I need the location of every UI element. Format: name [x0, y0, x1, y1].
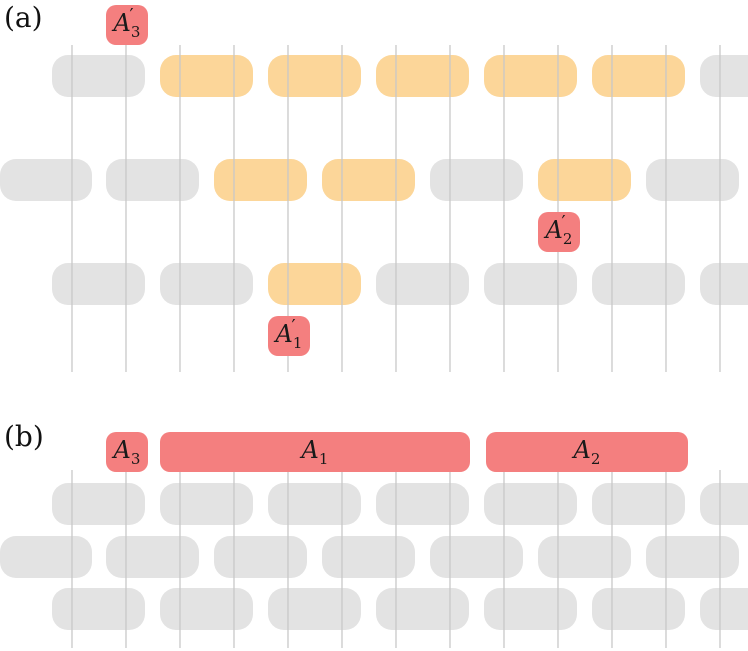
- panel-a-row1-block-5: [484, 55, 577, 97]
- panel-b-row3-block-1: [52, 588, 145, 630]
- panel-b-row1-block-1: [52, 483, 145, 525]
- panel-b-row3-block-4: [376, 588, 469, 630]
- tag-a3-prime: A′3: [106, 5, 148, 45]
- panel-a-row1-block-1: [52, 55, 145, 97]
- panel-a-row3-block-4: [376, 263, 469, 305]
- panel-b-row2-block-1: [0, 536, 92, 578]
- panel-b-row3-block-5: [484, 588, 577, 630]
- panel-a-label: (a): [4, 1, 43, 34]
- panel-a-row2-block-4: [322, 159, 415, 201]
- panel-a-row3-block-1: [52, 263, 145, 305]
- panel-a-row1-block-3: [268, 55, 361, 97]
- tag-a1-prime: A′1: [268, 316, 310, 356]
- panel-b-row2-block-6: [538, 536, 631, 578]
- tag-a1: A1: [160, 432, 470, 472]
- tag-a3: A3: [106, 432, 148, 472]
- panel-a-row2-block-5: [430, 159, 523, 201]
- panel-b-row3-block-6: [592, 588, 685, 630]
- panel-a-row2-block-2: [106, 159, 199, 201]
- panel-a-row3-block-2: [160, 263, 253, 305]
- tag-a2-prime: A′2: [538, 212, 580, 252]
- panel-a-row2-block-7: [646, 159, 739, 201]
- panel-b-row1-block-2: [160, 483, 253, 525]
- panel-a-row3-block-3: [268, 263, 361, 305]
- panel-b-row3-block-2: [160, 588, 253, 630]
- panel-a-row1-block-7: [700, 55, 748, 97]
- panel-b-row2-block-4: [322, 536, 415, 578]
- panel-a-row2-block-3: [214, 159, 307, 201]
- panel-a-row1-block-2: [160, 55, 253, 97]
- panel-a-row1-block-4: [376, 55, 469, 97]
- panel-b-row3-block-7: [700, 588, 748, 630]
- panel-b-label: (b): [4, 420, 44, 453]
- panel-b-row1-block-3: [268, 483, 361, 525]
- panel-b-row2-block-7: [646, 536, 739, 578]
- panel-a-row2-block-6: [538, 159, 631, 201]
- panel-b-row1-block-4: [376, 483, 469, 525]
- panel-b-row1-block-7: [700, 483, 748, 525]
- panel-b-row2-block-5: [430, 536, 523, 578]
- panel-a-row3-block-7: [700, 263, 748, 305]
- panel-b-row2-block-2: [106, 536, 199, 578]
- panel-b-row3-block-3: [268, 588, 361, 630]
- panel-b-row1-block-5: [484, 483, 577, 525]
- panel-a-row2-block-1: [0, 159, 92, 201]
- panel-b-row1-block-6: [592, 483, 685, 525]
- panel-b-row2-block-3: [214, 536, 307, 578]
- panel-a-row3-block-6: [592, 263, 685, 305]
- tag-a2: A2: [486, 432, 688, 472]
- panel-a-row3-block-5: [484, 263, 577, 305]
- panel-a-row1-block-6: [592, 55, 685, 97]
